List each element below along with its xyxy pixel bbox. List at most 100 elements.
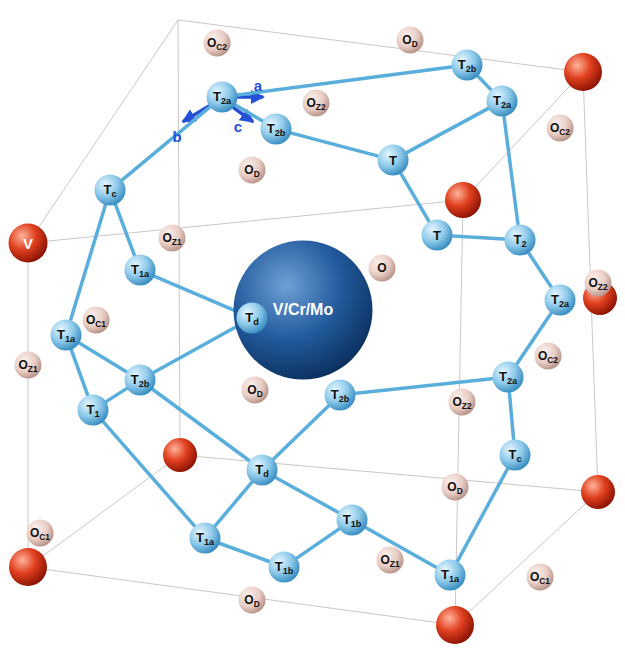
t-atom-sphere: T2b (260, 113, 292, 145)
sphere-fill (534, 342, 561, 369)
sphere-fill (526, 563, 553, 590)
sphere-fill (239, 157, 266, 184)
bond-line (153, 389, 249, 460)
sphere-fill (159, 225, 186, 252)
atom-label: T (389, 154, 397, 167)
sphere-fill (234, 241, 373, 380)
atom-label: T2a (493, 94, 511, 107)
t-atom-sphere: Td (236, 302, 268, 334)
bond-line (401, 174, 429, 221)
o-atom-sphere: OD (238, 156, 266, 184)
atom-label: OZ1 (162, 232, 181, 244)
atom-label: OC2 (538, 350, 558, 362)
atom-label: O (377, 262, 386, 274)
atom-label: T2b (458, 58, 477, 71)
sphere-fill (377, 547, 404, 574)
o-atom-sphere: O (368, 254, 396, 282)
sphere-fill (203, 29, 230, 56)
sphere-fill (26, 519, 53, 546)
atom-label: T1a (131, 263, 149, 276)
t-atom-sphere: T1 (77, 394, 109, 426)
bond-line (274, 406, 329, 459)
sphere-fill (82, 306, 109, 333)
sphere-fill (125, 255, 156, 286)
o-atom-sphere: OC2 (546, 114, 574, 142)
t-atom-sphere: T1b (336, 504, 368, 536)
t-atom-sphere: T1a (434, 559, 466, 591)
axis-label: b (172, 129, 181, 144)
o-atom-sphere: OD (441, 473, 469, 501)
atom-label: T1 (86, 403, 99, 416)
atom-label: Td (255, 463, 269, 476)
o-atom-sphere: OZ2 (302, 89, 330, 117)
bond-line (297, 529, 339, 558)
t-atom-sphere: Td (246, 454, 278, 486)
bond-line (220, 544, 269, 562)
sphere-fill (422, 220, 453, 251)
t-atom-sphere: T2a (486, 85, 518, 117)
corner-atom (564, 53, 602, 91)
o-atom-sphere: OZ1 (376, 546, 404, 574)
corner-atom (9, 548, 47, 586)
atom-label: OZ1 (18, 359, 37, 371)
corner-atom (436, 606, 474, 644)
bond-line (71, 205, 106, 319)
sphere-fill (95, 175, 126, 206)
atom-label: OC1 (30, 527, 50, 539)
t-atom-sphere: T2 (504, 224, 536, 256)
atom-label: T1a (196, 531, 214, 544)
t-atom-sphere: Tc (499, 439, 531, 471)
o-atom-sphere: OC1 (82, 306, 110, 334)
corner-atom (581, 475, 615, 509)
t-atom-sphere: T2a (544, 284, 576, 316)
sphere-fill (269, 552, 300, 583)
atom-label: OD (447, 481, 462, 493)
t-atom-sphere: T2b (451, 49, 483, 81)
bond-line (509, 393, 513, 439)
atom-label: T1b (343, 513, 362, 526)
sphere-fill (239, 587, 266, 614)
sphere-fill (247, 455, 278, 486)
t-atom-sphere: T2a (492, 361, 524, 393)
o-atom-sphere: OD (241, 376, 269, 404)
sphere-fill (397, 27, 424, 54)
t-atom-sphere: T2a (206, 81, 238, 113)
o-atom-sphere: OZ2 (448, 388, 476, 416)
o-atom-sphere: OC2 (534, 342, 562, 370)
atom-label: T1a (441, 568, 459, 581)
bond-line (478, 76, 491, 89)
corner-atom (445, 182, 481, 218)
sphere-fill (442, 474, 469, 501)
atom-label: OD (402, 34, 417, 46)
sphere-fill (545, 285, 576, 316)
bond-line (238, 67, 451, 95)
bond-line (116, 205, 135, 255)
t-atom-sphere: T1b (268, 551, 300, 583)
atom-label: T2b (331, 388, 350, 401)
atom-label: V (23, 236, 33, 251)
sphere-fill (487, 86, 518, 117)
t-atom-sphere: T1a (124, 254, 156, 286)
bond-line (215, 482, 251, 525)
bond-line (453, 236, 504, 239)
atom-label: T2b (131, 373, 150, 386)
bond-line (122, 107, 209, 180)
bond-line (154, 326, 238, 373)
atom-label: Tc (103, 183, 116, 196)
bond-line (80, 343, 127, 371)
o-atom-sphere: OC1 (26, 519, 54, 547)
sphere-fill (261, 114, 292, 145)
bond-line (529, 253, 551, 286)
atom-label: T1b (275, 560, 294, 573)
bond-line (104, 422, 195, 526)
atom-label: OD (244, 164, 259, 176)
sphere-fill (435, 560, 466, 591)
atom-label: OC2 (207, 37, 227, 49)
corner-atoms (9, 53, 617, 644)
sphere-fill (190, 523, 221, 554)
unit-cell-line (28, 20, 598, 625)
o-atom-sphere: OZ1 (14, 351, 42, 379)
sphere-fill (9, 224, 48, 263)
atom-label: T2a (551, 293, 569, 306)
unit-cell-line (28, 200, 463, 625)
